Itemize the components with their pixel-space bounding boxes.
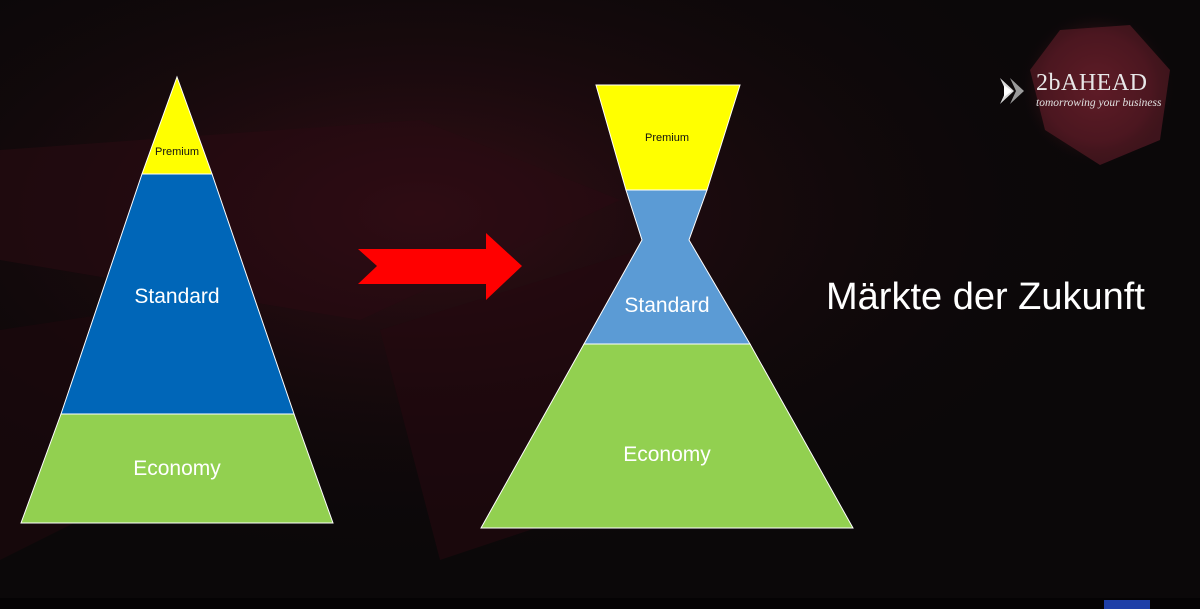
background-shape bbox=[380, 250, 640, 560]
right-standard-label: Standard bbox=[624, 294, 709, 317]
right-economy-label: Economy bbox=[623, 443, 711, 466]
logo-name: 2bAHEAD bbox=[1036, 70, 1148, 96]
bottom-corner-mark bbox=[1104, 600, 1150, 609]
left-premium-segment bbox=[141, 75, 213, 175]
logo: 2bAHEAD tomorrowing your business bbox=[1000, 70, 1190, 114]
right-premium-label: Premium bbox=[645, 132, 689, 144]
left-pyramid: Premium Standard Economy bbox=[20, 75, 334, 524]
logo-gem-shape bbox=[1030, 25, 1170, 165]
right-economy-segment bbox=[480, 343, 854, 529]
right-hourglass: Premium Standard Economy bbox=[480, 84, 854, 529]
bottom-bar bbox=[0, 598, 1200, 609]
right-standard-segment bbox=[583, 189, 751, 345]
logo-tagline: tomorrowing your business bbox=[1036, 97, 1162, 109]
transition-arrow bbox=[358, 233, 522, 300]
slide-title: Märkte der Zukunft bbox=[826, 276, 1145, 318]
left-economy-segment bbox=[20, 413, 334, 524]
logo-arrow-icon bbox=[1000, 78, 1024, 104]
left-premium-label: Premium bbox=[155, 146, 199, 158]
left-economy-label: Economy bbox=[133, 457, 221, 480]
left-standard-label: Standard bbox=[134, 285, 219, 308]
